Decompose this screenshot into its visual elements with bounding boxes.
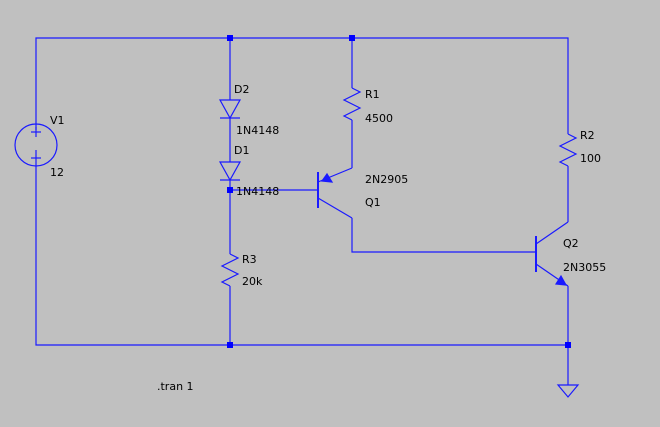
label-d2-name: D2 xyxy=(234,83,249,96)
junction-dot xyxy=(349,35,355,41)
label-q1-name: Q1 xyxy=(365,196,381,209)
transistor-q1[interactable] xyxy=(317,167,353,219)
label-d1-name: D1 xyxy=(234,144,249,157)
label-r1-name: R1 xyxy=(365,88,380,101)
voltage-source-v1[interactable] xyxy=(14,123,58,167)
junction-dot xyxy=(227,342,233,348)
spice-directive[interactable]: .tran 1 xyxy=(157,380,194,393)
junctions xyxy=(227,35,571,348)
label-v1-value: 12 xyxy=(50,166,64,179)
wire-top-rail xyxy=(35,37,569,130)
label-d2-value: 1N4148 xyxy=(236,124,279,137)
wire-q1-q2 xyxy=(351,218,536,253)
wires xyxy=(35,37,569,385)
label-r2-name: R2 xyxy=(580,129,595,142)
junction-dot xyxy=(565,342,571,348)
label-r2-value: 100 xyxy=(580,152,601,165)
label-q2-value: 2N3055 xyxy=(563,261,606,274)
resistor-r1[interactable] xyxy=(342,80,362,128)
wire-bottom-rail xyxy=(35,150,568,346)
label-r3-value: 20k xyxy=(242,275,263,288)
junction-dot xyxy=(227,35,233,41)
ground-symbol[interactable] xyxy=(556,384,580,398)
label-d1-value: 1N4148 xyxy=(236,185,279,198)
resistor-r2[interactable] xyxy=(558,128,578,172)
label-q1-value: 2N2905 xyxy=(365,173,408,186)
diode-d1[interactable] xyxy=(218,161,242,182)
junction-dot xyxy=(227,187,233,193)
diode-d2[interactable] xyxy=(218,99,242,120)
resistor-r3[interactable] xyxy=(220,248,240,290)
label-q2-name: Q2 xyxy=(563,237,579,250)
label-r3-name: R3 xyxy=(242,253,257,266)
transistor-q2[interactable] xyxy=(535,221,569,287)
label-v1-name: V1 xyxy=(50,114,65,127)
label-r1-value: 4500 xyxy=(365,112,393,125)
